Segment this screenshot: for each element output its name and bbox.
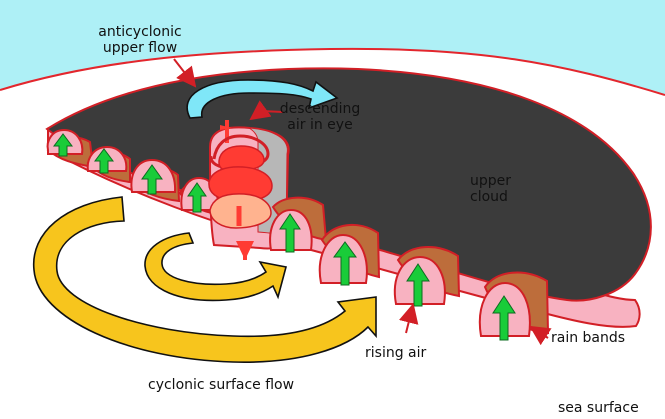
- rising-air-arrow-icon: [333, 241, 357, 286]
- anticyclonic-upper-flow-label: anticyclonic upper flow: [98, 24, 182, 56]
- rising-air-arrow-icon: [94, 148, 114, 174]
- rain-bands-label: rain bands: [551, 330, 626, 346]
- cyclonic-flow-arrow-icon: [144, 232, 287, 302]
- rain-band: [478, 271, 550, 337]
- rising-air-arrow-icon: [141, 164, 163, 195]
- cyclonic-surface-flow-label: cyclonic surface flow: [148, 377, 295, 393]
- leader-line-arrow-icon: [173, 58, 197, 88]
- rain-band: [393, 246, 461, 305]
- leader-line-arrow-icon: [249, 100, 284, 121]
- descending-air-spiral-icon: [208, 120, 273, 260]
- cyclonic-flow-arrow-icon: [33, 196, 377, 363]
- sea-surface-label: sea surface: [558, 400, 639, 416]
- leader-line-arrow-icon: [529, 325, 552, 346]
- rising-air-arrow-icon: [492, 295, 516, 341]
- upper-cloud-label: upper cloud: [470, 173, 512, 205]
- leader-line-arrow-icon: [398, 303, 419, 334]
- rising-air-arrow-icon: [406, 263, 430, 307]
- rising-air-arrow-icon: [279, 213, 301, 253]
- anticyclonic-flow-arrow-icon: [186, 79, 339, 119]
- rising-air-arrow-icon: [53, 133, 73, 157]
- horizon-line: [0, 47, 665, 96]
- descending-air-label: descending air in eye: [279, 101, 361, 133]
- rising-air-arrow-icon: [187, 182, 207, 213]
- sky: [0, 0, 665, 95]
- rising-air-label: rising air: [365, 345, 427, 361]
